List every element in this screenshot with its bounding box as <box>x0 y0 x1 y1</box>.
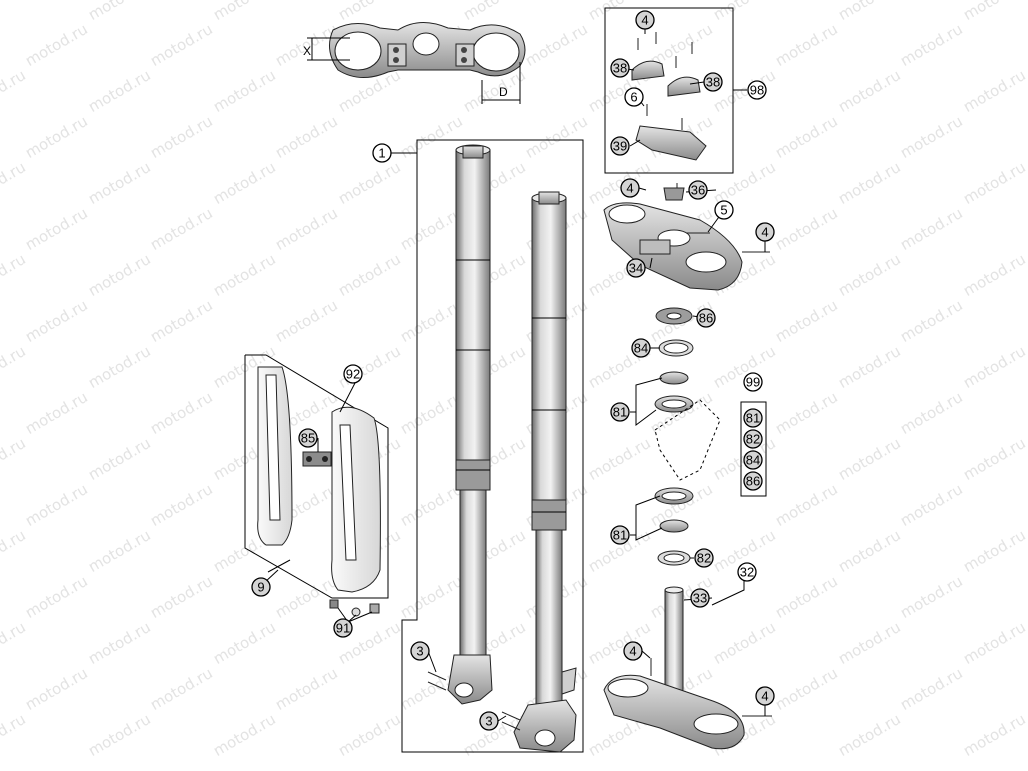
callout-clamp-38-left: 38 <box>610 58 630 78</box>
svg-text:4: 4 <box>626 181 633 196</box>
leader-lines <box>263 20 766 722</box>
callout-clamp-38-right: 38 <box>703 72 723 92</box>
callout-cover-86: 86 <box>696 308 716 328</box>
upper-triple-clamp <box>603 183 770 291</box>
callout-handlebar-kit-98: 98 <box>747 80 767 100</box>
callout-upper-clamp-bolt: 4 <box>620 178 640 198</box>
svg-text:86: 86 <box>699 311 713 326</box>
callout-clip-85: 85 <box>298 428 318 448</box>
svg-text:38: 38 <box>613 61 627 76</box>
callout-nut-36: 36 <box>688 180 708 200</box>
svg-text:84: 84 <box>634 341 648 356</box>
svg-text:38: 38 <box>706 75 720 90</box>
svg-text:32: 32 <box>740 565 754 580</box>
callout-kit-item-86: 86 <box>743 471 763 491</box>
callout-screws-91: 91 <box>333 618 353 638</box>
callout-bearing-81-lower: 81 <box>610 525 630 545</box>
svg-text:85: 85 <box>301 431 315 446</box>
svg-text:33: 33 <box>693 591 707 606</box>
fork-leg-left <box>447 144 493 705</box>
callout-screw-5: 5 <box>714 200 734 220</box>
svg-text:81: 81 <box>613 405 627 420</box>
svg-text:5: 5 <box>720 203 727 218</box>
svg-text:81: 81 <box>613 528 627 543</box>
top-clamp-dimension-view <box>307 22 526 104</box>
callout-upper-side-bolt: 4 <box>755 222 775 242</box>
svg-text:84: 84 <box>746 453 760 468</box>
svg-text:9: 9 <box>257 580 264 595</box>
dimension-x-label: X <box>303 44 311 58</box>
dimension-d-label: D <box>499 85 508 99</box>
callout-bridge-39: 39 <box>610 136 630 156</box>
handlebar-clamp-kit <box>604 7 747 174</box>
axle-clamp-screws <box>427 671 521 731</box>
callout-ring-84: 84 <box>631 338 651 358</box>
fork-leg-right <box>513 191 577 753</box>
callout-kit-item-81: 81 <box>743 408 763 428</box>
svg-text:3: 3 <box>416 644 423 659</box>
svg-text:82: 82 <box>746 432 760 447</box>
callout-seal-82: 82 <box>694 548 714 568</box>
svg-text:6: 6 <box>630 90 637 105</box>
fork-guards <box>244 354 389 617</box>
svg-text:4: 4 <box>629 644 636 659</box>
callout-stem-32: 32 <box>737 562 757 582</box>
steering-bearing-stack <box>654 307 721 566</box>
callout-lower-clamp-bolt: 4 <box>623 641 643 661</box>
callout-clamp-screws-left: 3 <box>410 641 430 661</box>
fork-assembly-frame <box>393 139 584 753</box>
svg-text:36: 36 <box>691 183 705 198</box>
svg-text:3: 3 <box>485 714 492 729</box>
callout-stem-33: 33 <box>690 588 710 608</box>
svg-text:4: 4 <box>641 13 648 28</box>
svg-text:4: 4 <box>761 225 768 240</box>
bearing-kit-box <box>740 401 767 497</box>
svg-text:82: 82 <box>697 551 711 566</box>
callout-bearing-kit-99: 99 <box>743 372 763 392</box>
callout-lower-side-bolt: 4 <box>755 686 775 706</box>
callout-screw-9: 9 <box>251 577 271 597</box>
svg-text:81: 81 <box>746 411 760 426</box>
callout-triple-clamp-34: 34 <box>626 258 646 278</box>
callout-screw-6: 6 <box>624 87 644 107</box>
callout-kit-item-84: 84 <box>743 450 763 470</box>
callout-kit-item-82: 82 <box>743 429 763 449</box>
svg-text:99: 99 <box>746 375 760 390</box>
callout-fork-assembly: 1 <box>372 143 392 163</box>
svg-text:4: 4 <box>761 689 768 704</box>
svg-text:91: 91 <box>336 621 350 636</box>
callout-guard-kit-92: 92 <box>343 364 363 384</box>
lower-triple-clamp <box>603 586 772 750</box>
svg-text:1: 1 <box>378 146 385 161</box>
svg-text:92: 92 <box>346 367 360 382</box>
svg-text:34: 34 <box>629 261 643 276</box>
callout-handlebar-clamp-bolts: 4 <box>635 10 655 30</box>
callout-bearing-81-upper: 81 <box>610 402 630 422</box>
svg-text:39: 39 <box>613 139 627 154</box>
svg-text:86: 86 <box>746 474 760 489</box>
svg-text:98: 98 <box>750 83 764 98</box>
callout-clamp-screws-right: 3 <box>479 711 499 731</box>
